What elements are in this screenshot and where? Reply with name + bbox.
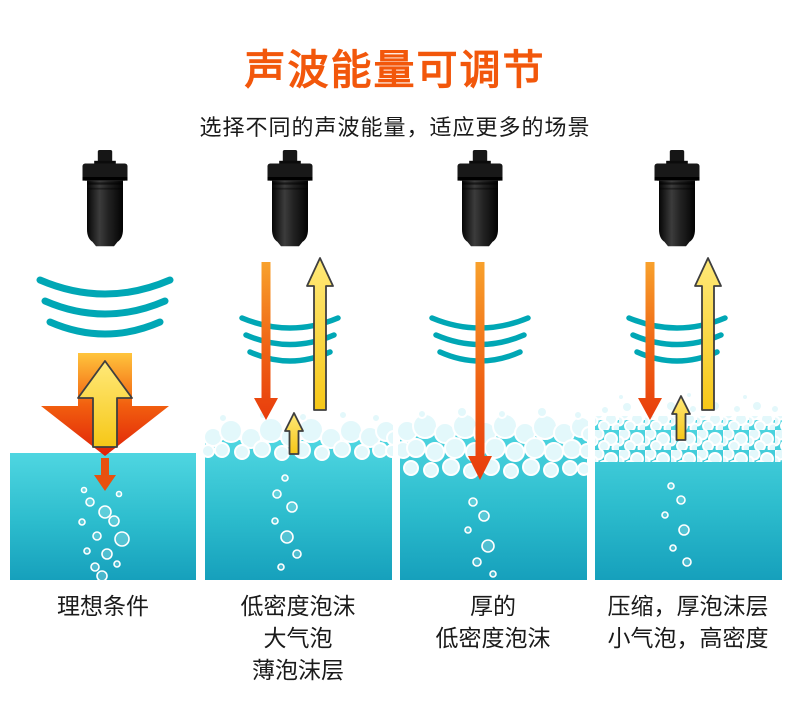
scenario-column-compressed-foam: 压缩，厚泡沫层 小气泡，高密度: [593, 150, 783, 710]
scenario-label-line: 低密度泡沫: [435, 625, 551, 651]
water-tank: [205, 440, 392, 580]
signal-down-arrow-icon: [254, 262, 278, 420]
page-title: 声波能量可调节: [244, 47, 546, 93]
water-bubbles: [464, 497, 497, 578]
scenario-graphic: [398, 150, 588, 580]
scenario-column-thick-low-density-foam: 厚的 低密度泡沫: [398, 150, 588, 710]
echo-from-foam-arrow-icon: [671, 395, 691, 441]
foam-edge: [600, 391, 780, 415]
water-bubbles: [661, 482, 692, 567]
scenario-label: 压缩，厚泡沫层 小气泡，高密度: [585, 590, 790, 654]
ultrasonic-sensor-icon: [82, 150, 128, 247]
ultrasonic-sensor-icon: [267, 150, 313, 247]
scenario-graphic: [595, 150, 782, 580]
scenario-graphic: [10, 150, 196, 580]
foam-layer: [595, 416, 782, 462]
signal-in-water-arrow-icon: [94, 458, 116, 491]
scenario-label: 低密度泡沫 大气泡 薄泡沫层: [195, 590, 401, 686]
ultrasonic-sensor-icon: [457, 150, 503, 247]
scenario-label-line: 薄泡沫层: [252, 657, 344, 683]
signal-down-arrow-icon: [638, 262, 662, 420]
page-subtitle: 选择不同的声波能量，适应更多的场景: [199, 115, 591, 140]
scenario-label: 理想条件: [0, 590, 206, 622]
scenario-label-line: 小气泡，高密度: [607, 625, 769, 651]
echo-up-arrow-icon: [77, 360, 133, 448]
sound-wave-icon: [36, 276, 174, 338]
scenario-column-ideal-conditions: 理想条件: [8, 150, 198, 710]
scenario-graphic: [203, 150, 393, 580]
water-bubbles: [78, 486, 130, 580]
scenario-column-low-density-foam: 低密度泡沫 大气泡 薄泡沫层: [203, 150, 393, 710]
water-bubbles: [271, 474, 302, 571]
foam-layer: [203, 410, 393, 461]
scenario-label-line: 压缩，厚泡沫层: [607, 593, 769, 619]
scenario-label-line: 低密度泡沫: [240, 593, 356, 619]
echo-up-arrow-icon: [306, 257, 334, 411]
scenario-label-line: 大气泡: [263, 625, 333, 651]
scenario-label-line: 理想条件: [57, 593, 149, 619]
echo-up-arrow-icon: [694, 257, 722, 411]
echo-from-foam-arrow-icon: [284, 412, 304, 455]
foam-layer: [398, 406, 588, 479]
scenario-label: 厚的 低密度泡沫: [390, 590, 596, 654]
scenario-label-line: 厚的: [470, 593, 516, 619]
signal-down-arrow-icon: [468, 262, 492, 480]
ultrasonic-sensor-icon: [654, 150, 700, 247]
